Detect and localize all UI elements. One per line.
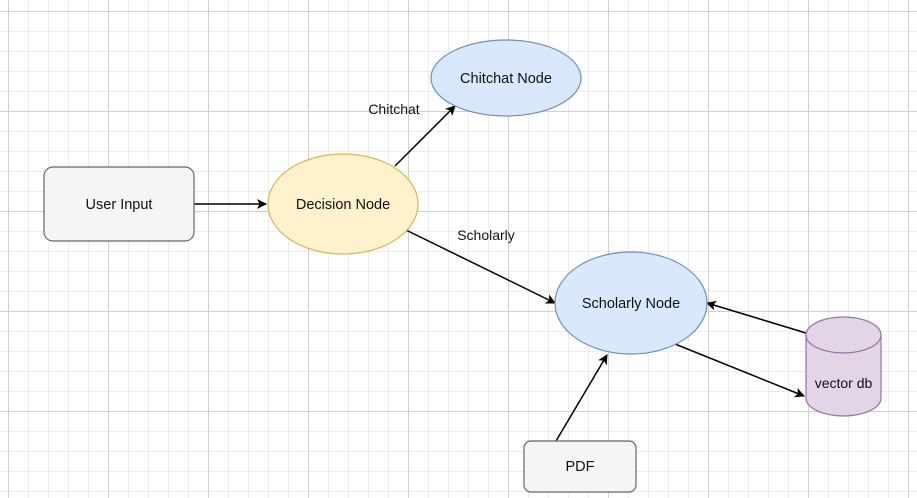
- edge-decision-to-scholarly[interactable]: [405, 229, 556, 304]
- pdf-node[interactable]: PDF: [523, 440, 637, 493]
- scholarly-label: Scholarly Node: [582, 296, 680, 312]
- edge-label-scholarly: Scholarly: [457, 227, 515, 243]
- chitchat-shape: [430, 39, 582, 117]
- pdf-label: PDF: [566, 459, 595, 475]
- edge-scholarly-to-vector-db[interactable]: [669, 341, 805, 398]
- vector-db-node[interactable]: vector db: [805, 316, 882, 417]
- chitchat-node[interactable]: Chitchat Node: [430, 39, 582, 117]
- edge-pdf-to-scholarly[interactable]: [555, 354, 608, 442]
- decision-node[interactable]: Decision Node: [267, 153, 419, 255]
- pdf-shape: [523, 440, 637, 493]
- user-input-shape: [43, 166, 195, 242]
- chitchat-label: Chitchat Node: [460, 71, 552, 87]
- edge-vector-db-to-scholarly[interactable]: [706, 300, 807, 334]
- user-input-node[interactable]: User Input: [43, 166, 195, 242]
- vector-db-top: [805, 316, 882, 354]
- vector-db-body: [805, 335, 882, 417]
- vector-db-label: vector db: [815, 375, 873, 391]
- edge-label-chitchat: Chitchat: [368, 101, 419, 117]
- scholarly-shape: [554, 251, 708, 355]
- edge-decision-to-chitchat[interactable]: [394, 105, 456, 167]
- decision-shape: [267, 153, 419, 255]
- scholarly-node[interactable]: Scholarly Node: [554, 251, 708, 355]
- user-input-label: User Input: [86, 197, 153, 213]
- decision-label: Decision Node: [296, 197, 390, 213]
